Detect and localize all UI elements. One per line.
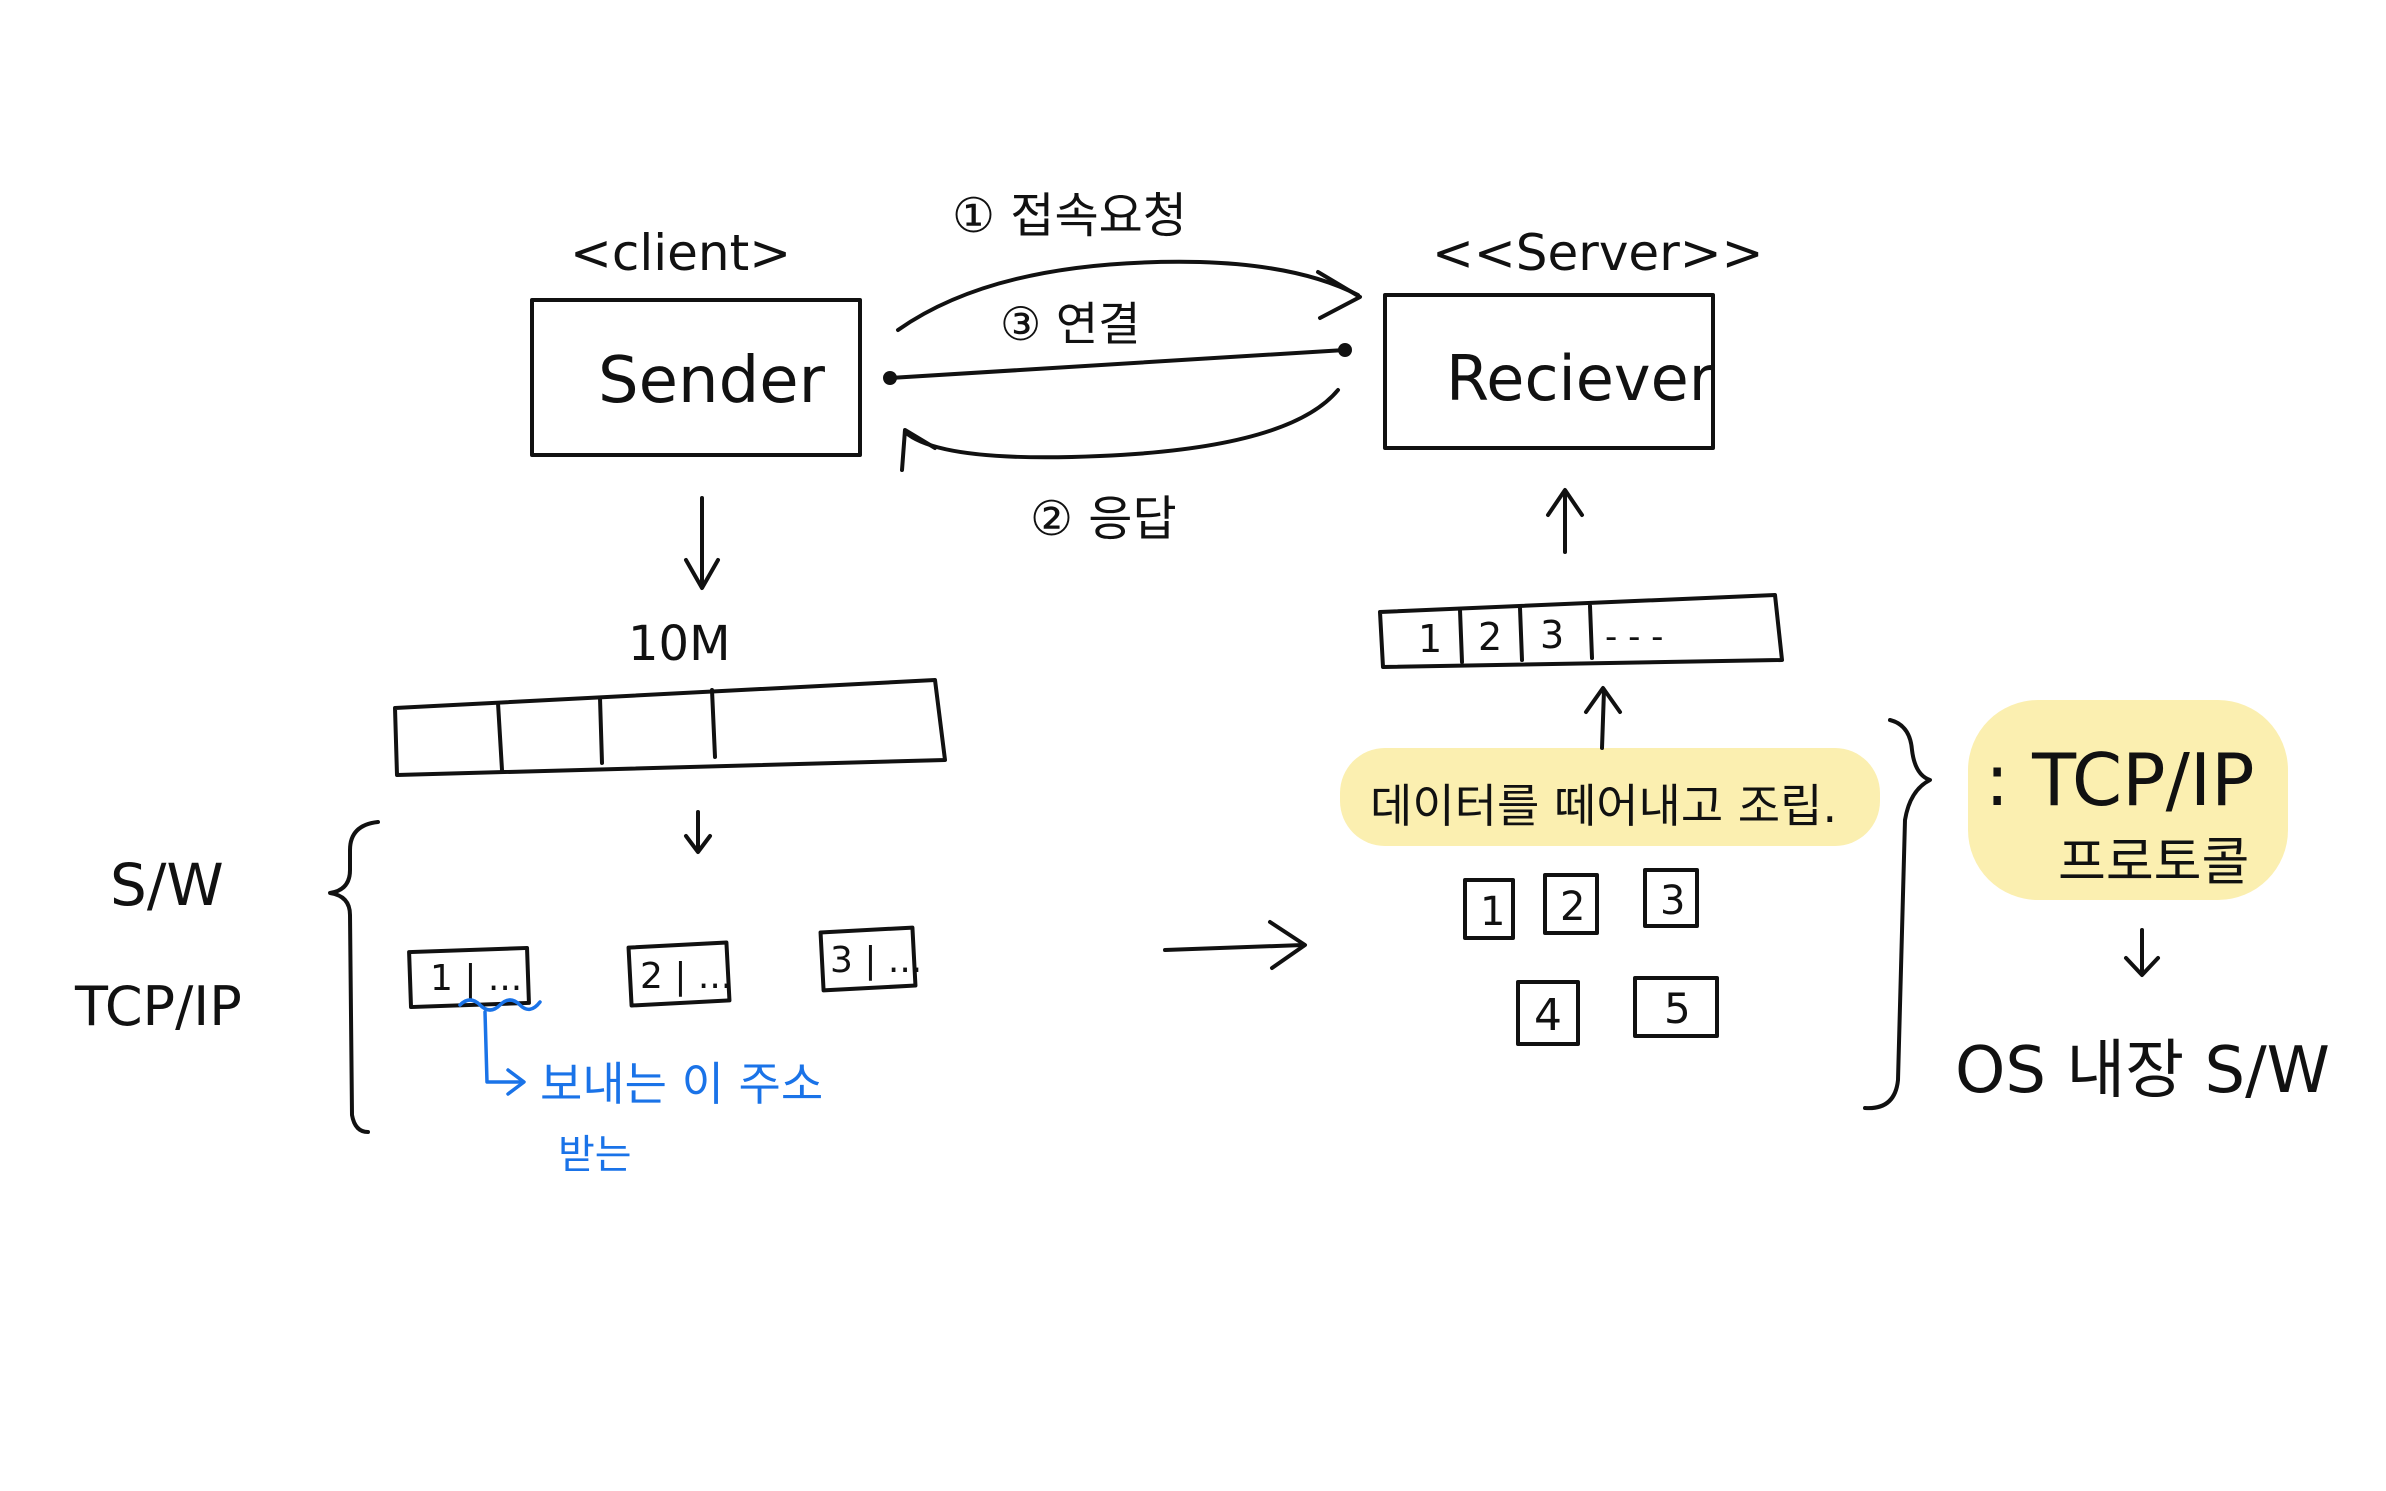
address-pointer-line [483,1010,524,1084]
left-brace [328,820,380,1134]
step2-label: ② 응답 [1030,491,1177,547]
protocol-label: 프로토콜 [2058,833,2249,893]
receiver-buffer [1378,593,1784,669]
sender-box [530,298,862,457]
step1-label: ① 접속요청 [952,188,1187,244]
received-packet-5-box [1633,976,1719,1038]
server-stereotype: <<Server>> [1432,224,1764,282]
sender-label: Sender [598,344,826,418]
packet-2-box [626,940,732,1008]
buffer-up-arrowhead [1584,686,1622,714]
packet-1-label: 1 | ... [430,958,522,999]
buffer-divider-3 [710,688,717,759]
buffer-divider-1 [496,701,504,772]
buffer-down-arrowhead [684,834,712,854]
protocol-down-arrowhead [2124,956,2160,977]
connection-start-dot [883,371,897,385]
received-packet-3: 3 [1660,878,1685,924]
packet-3-label: 3 | ... [830,940,922,981]
tcpip-left-label: TCP/IP [74,975,242,1038]
receiver-cell-rest: - - - [1605,617,1663,657]
sender-buffer [393,678,947,777]
right-brace [1863,718,1932,1111]
receiver-label: Reciever [1446,342,1715,415]
received-packet-3-box [1643,868,1699,928]
packet-2-label: 2 | ... [640,956,732,997]
received-packet-1: 1 [1480,889,1505,935]
address-pointer-head [506,1068,526,1096]
receiver-up-arrowhead [1546,488,1584,517]
receiver-buffer-divider-1 [1458,608,1464,664]
request-arrow [896,259,1360,332]
received-packet-1-box [1463,878,1515,940]
connection-line [888,348,1347,380]
connection-end-dot [1338,343,1352,357]
receiver-cell-2: 2 [1478,615,1502,659]
buffer-divider-2 [598,696,604,765]
buffer-size-label: 10M [628,616,731,672]
transmit-arrowhead [1268,920,1307,970]
receiver-buffer-divider-2 [1518,606,1524,662]
buffer-up-arrow [1600,688,1606,750]
sender-down-arrowhead [684,558,720,590]
received-packet-4: 4 [1534,990,1562,1041]
response-arrow [903,388,1340,460]
protocol-highlight [1968,700,2288,900]
transmit-arrow [1163,943,1305,952]
tcpip-right-label: : TCP/IP [1985,738,2255,822]
receiver-box [1383,293,1715,450]
step3-label: ③ 연결 [1000,297,1141,351]
reassemble-note: 데이터를 떼어내고 조립. [1370,779,1837,833]
address-note-line2: 받는 [558,1132,632,1178]
received-packet-2-box [1543,873,1599,935]
receiver-cell-1: 1 [1418,617,1442,661]
receiver-cell-3: 3 [1540,613,1564,657]
address-squiggle [458,998,542,1012]
received-packet-2: 2 [1560,884,1585,930]
packet-3-box [818,925,918,993]
received-packet-5: 5 [1664,984,1691,1033]
address-note-line1: 보내는 이 주소 [540,1057,823,1111]
reassemble-highlight [1340,748,1880,846]
client-stereotype: <client> [570,224,791,282]
response-arrowhead [900,428,937,472]
sw-label: S/W [110,851,224,919]
request-arrowhead [1316,270,1362,320]
receiver-buffer-divider-3 [1588,604,1594,660]
received-packet-4-box [1516,980,1580,1046]
packet-1-box [407,945,531,1010]
os-label: OS 내장 S/W [1955,1034,2330,1108]
